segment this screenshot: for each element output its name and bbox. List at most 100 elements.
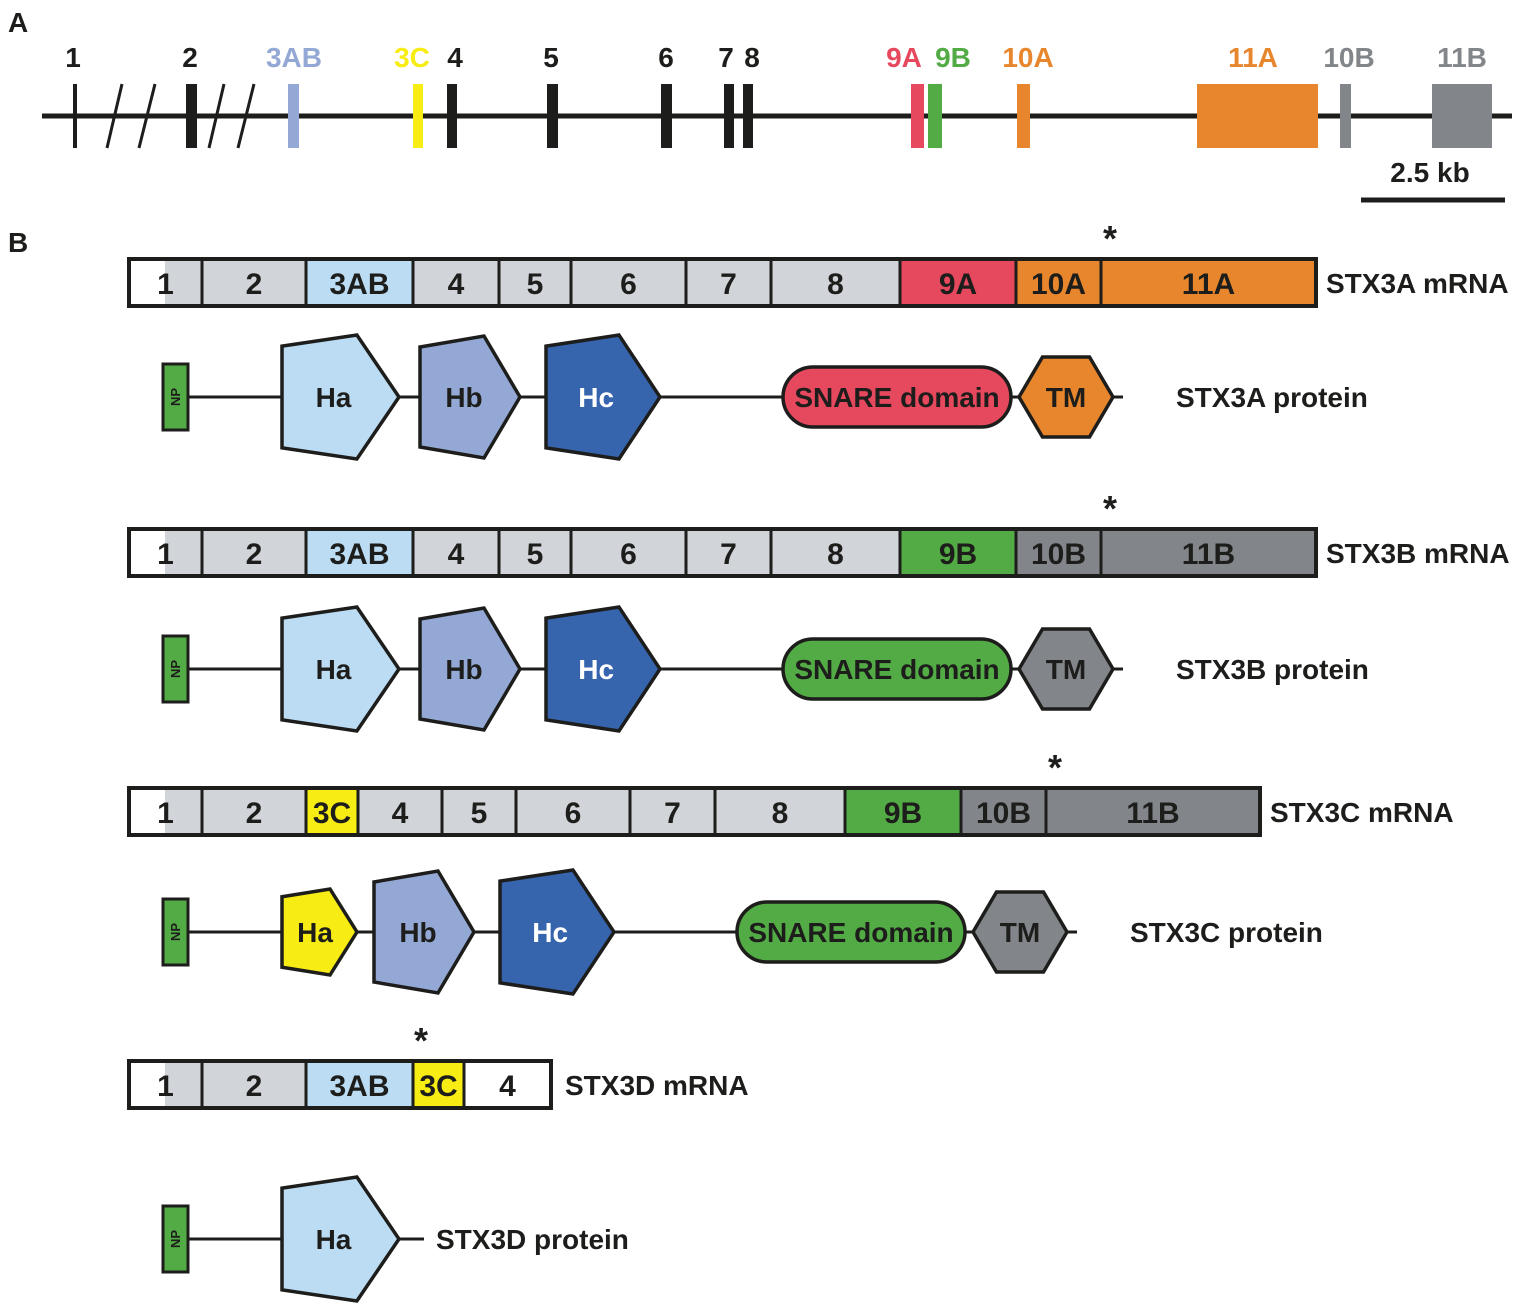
exon-11b-box bbox=[1046, 788, 1260, 835]
hb-domain-shape bbox=[418, 606, 523, 732]
exon-label: 1 bbox=[157, 797, 174, 830]
exon-label: 6 bbox=[620, 538, 637, 571]
exon-4-box bbox=[447, 84, 457, 148]
tm-domain-label: TM bbox=[1046, 654, 1086, 685]
exon-label: 1 bbox=[157, 538, 174, 571]
np-label: NP bbox=[168, 660, 183, 678]
exon-3ab-box bbox=[306, 529, 413, 576]
exon-11a-box bbox=[1197, 84, 1318, 148]
exon-label: 10B bbox=[976, 797, 1031, 830]
ha-domain-label: Ha bbox=[316, 382, 352, 413]
exon-11b-box bbox=[1101, 529, 1316, 576]
exon-3ab-box bbox=[288, 84, 299, 148]
mrna-outline bbox=[127, 786, 1262, 837]
exon-label: 9B bbox=[935, 42, 971, 73]
snare-domain-shape bbox=[735, 900, 967, 964]
ha-domain-shape bbox=[280, 887, 360, 977]
mrna-label: STX3D mRNA bbox=[565, 1070, 749, 1101]
exon-label: 11B bbox=[1126, 797, 1179, 830]
exon-label: 5 bbox=[527, 268, 544, 301]
mrna-outline bbox=[127, 257, 1318, 308]
exon-7-box bbox=[630, 788, 715, 835]
exon-label: 3C bbox=[419, 1070, 457, 1103]
exon-11a-box bbox=[1101, 259, 1316, 306]
np-box bbox=[161, 897, 190, 967]
exon-10b-box bbox=[1340, 84, 1351, 148]
exon-label: 4 bbox=[392, 797, 409, 830]
exon-label: 4 bbox=[447, 42, 463, 73]
exon-1-box bbox=[165, 529, 202, 576]
stop-codon-asterisk: * bbox=[414, 1020, 428, 1061]
exon-3c-box bbox=[413, 84, 423, 148]
panel-b-label: B bbox=[8, 227, 28, 258]
panel-b: B bbox=[8, 227, 28, 258]
exon-8-box bbox=[771, 529, 900, 576]
hc-domain-label: Hc bbox=[578, 382, 614, 413]
panel-a-label: A bbox=[8, 7, 28, 38]
exon-label: 7 bbox=[718, 42, 734, 73]
intron-break-marks bbox=[105, 83, 256, 149]
exon-2-box bbox=[202, 1061, 306, 1108]
exon-9a-box bbox=[911, 84, 924, 148]
exon-3ab-box bbox=[306, 1061, 413, 1108]
break-mark bbox=[236, 83, 256, 149]
exon-label: 10A bbox=[1031, 268, 1086, 301]
exon-1-box bbox=[165, 1061, 202, 1108]
hb-domain-label: Hb bbox=[399, 917, 436, 948]
genomic-exons bbox=[73, 84, 1492, 148]
snare-domain-shape bbox=[781, 637, 1013, 701]
exon-label: 2 bbox=[182, 42, 198, 73]
exon-9b-box bbox=[845, 788, 961, 835]
exon-10b-box bbox=[1016, 529, 1101, 576]
hc-domain-shape bbox=[544, 333, 663, 461]
exon-6-box bbox=[571, 259, 686, 306]
stop-codon-asterisk: * bbox=[1048, 747, 1062, 788]
exon-label: 10A bbox=[1002, 42, 1053, 73]
exon-label: 8 bbox=[827, 538, 844, 571]
tm-domain-shape bbox=[1016, 355, 1116, 439]
exon-4-box bbox=[413, 529, 499, 576]
exon-1-box bbox=[165, 788, 202, 835]
break-mark bbox=[105, 83, 124, 149]
exon-label: 9A bbox=[886, 42, 922, 73]
hc-domain-label: Hc bbox=[532, 917, 568, 948]
ha-domain-shape bbox=[280, 333, 402, 461]
exon-5-box bbox=[499, 529, 571, 576]
exon-6-box bbox=[516, 788, 630, 835]
hc-domain-label: Hc bbox=[578, 654, 614, 685]
exon-label: 2 bbox=[246, 1070, 263, 1103]
np-label: NP bbox=[168, 923, 183, 941]
hc-domain-shape bbox=[498, 868, 617, 996]
tm-domain-label: TM bbox=[1000, 917, 1040, 948]
protein-label: STX3C protein bbox=[1130, 917, 1323, 948]
scale-bar-label: 2.5 kb bbox=[1390, 157, 1469, 188]
exon-label: 11A bbox=[1182, 268, 1235, 301]
exon-label: 3AB bbox=[329, 1070, 389, 1103]
exon-4-box bbox=[464, 1061, 551, 1108]
exon-label: 3C bbox=[394, 42, 430, 73]
exon-7-box bbox=[686, 259, 771, 306]
ha-domain-label: Ha bbox=[316, 654, 352, 685]
exon-label: 1 bbox=[65, 42, 81, 73]
mrna-label: STX3A mRNA bbox=[1326, 268, 1509, 299]
ha-domain-shape bbox=[280, 1175, 402, 1303]
exon-label: 7 bbox=[720, 538, 737, 571]
exon-label: 9B bbox=[884, 797, 922, 830]
tm-domain-shape bbox=[1016, 627, 1116, 711]
ha-domain-shape bbox=[280, 605, 402, 733]
exon-8-box bbox=[715, 788, 845, 835]
exon-1-box bbox=[73, 84, 77, 148]
exon-label: 8 bbox=[827, 268, 844, 301]
exon-label: 5 bbox=[543, 42, 559, 73]
protein-label: STX3B protein bbox=[1176, 654, 1369, 685]
exon-4-box bbox=[413, 259, 499, 306]
break-mark bbox=[137, 83, 157, 149]
exon-5-box bbox=[442, 788, 516, 835]
